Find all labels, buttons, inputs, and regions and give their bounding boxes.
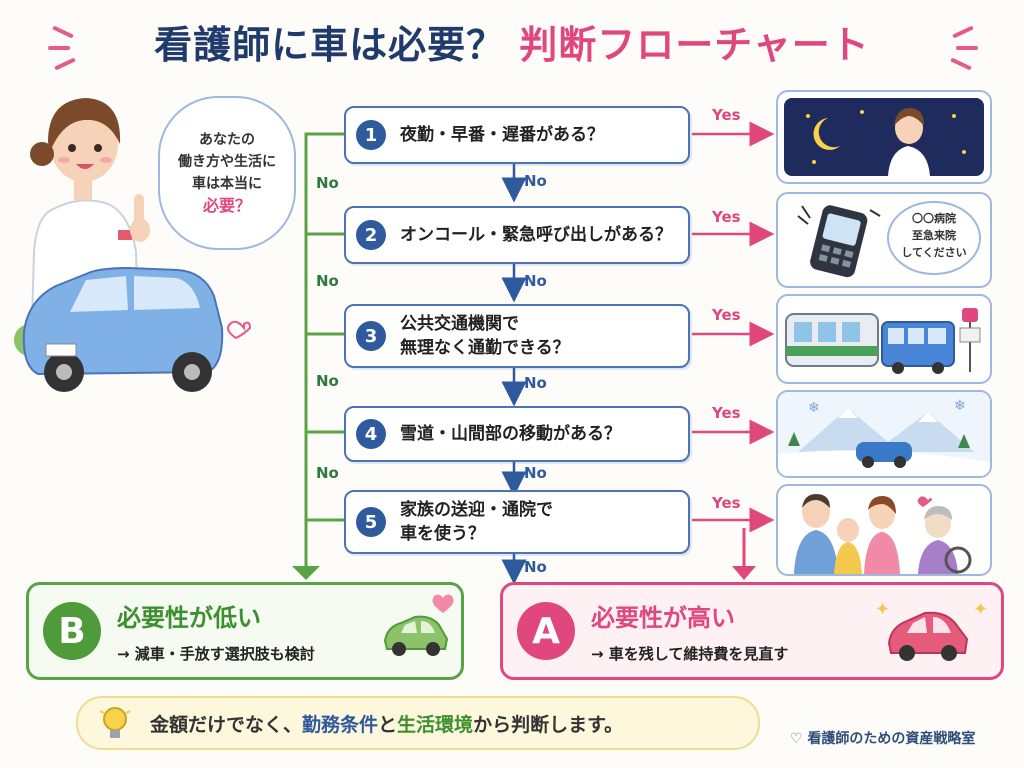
result-b-subtext: → 減車・手放す選択肢も検討 <box>117 645 315 663</box>
pink-car-icon <box>887 611 969 661</box>
green-car-icon <box>383 615 449 656</box>
phone-message-line-3: してください <box>901 246 967 259</box>
question-1-text: 夜勤・早番・遅番がある？ <box>400 125 604 145</box>
speech-line-2: 働き方や生活に <box>178 154 276 170</box>
yes-label-5: Yes <box>712 494 741 512</box>
no-label-blue-2: No <box>524 272 547 290</box>
title-main: 看護師に車は必要？ <box>154 23 506 67</box>
result-a-subtext: → 車を残して維持費を見直す <box>591 645 789 663</box>
note-mid: と <box>378 713 398 736</box>
question-1-number: 1 <box>356 120 386 150</box>
train-bus-illustration <box>776 294 992 384</box>
title-sparkle-right-2 <box>956 46 978 50</box>
speech-line-3: 車は本当に <box>192 176 262 192</box>
heart-icon <box>432 594 454 613</box>
question-3-number: 3 <box>356 321 386 351</box>
night-shift-illustration <box>776 90 992 184</box>
snow-mountain-illustration: ❄ ❄ <box>776 390 992 478</box>
no-label-green-4: No <box>316 464 339 482</box>
question-5-text: 家族の送迎・通院で 車を使う？ <box>400 500 553 544</box>
bottom-note-text: 金額だけでなく、勤務条件と生活環境から判断します。 <box>150 710 623 737</box>
yes-label-3: Yes <box>712 306 741 324</box>
svg-text:❄: ❄ <box>808 400 820 416</box>
note-keyword-1: 勤務条件 <box>302 713 379 736</box>
no-label-green-1: No <box>316 174 339 192</box>
note-post: から判断します。 <box>473 713 624 736</box>
result-b-heading: 必要性が低い <box>117 604 261 632</box>
result-b-panel: B 必要性が低い → 減車・手放す選択肢も検討 <box>26 582 464 680</box>
question-5: 5 家族の送迎・通院で 車を使う？ <box>344 490 690 554</box>
no-label-blue-4: No <box>524 464 547 482</box>
question-2: 2 オンコール・緊急呼び出しがある？ <box>344 206 690 264</box>
yes-label-1: Yes <box>712 106 741 124</box>
heartbeat-icon: ♡ <box>790 731 803 747</box>
phone-message-line-1: 〇〇病院 <box>912 212 956 225</box>
speech-bubble: あなたの 働き方や生活に 車は本当に 必要？ <box>158 96 296 250</box>
no-label-blue-3: No <box>524 374 547 392</box>
result-a-badge: A <box>517 602 575 660</box>
question-2-text: オンコール・緊急呼び出しがある？ <box>400 225 672 245</box>
question-3: 3 公共交通機関で 無理なく通勤できる？ <box>344 304 690 368</box>
yes-label-4: Yes <box>712 404 741 422</box>
on-call-phone-illustration: 〇〇病院 至急来院 してください <box>776 192 992 288</box>
phone-message-bubble: 〇〇病院 至急来院 してください <box>890 210 978 261</box>
question-4-number: 4 <box>356 419 386 449</box>
question-5-number: 5 <box>356 507 386 537</box>
question-1: 1 夜勤・早番・遅番がある？ <box>344 106 690 164</box>
sparkle-icon-2: ✦ <box>973 599 989 620</box>
result-a-heading: 必要性が高い <box>591 604 735 632</box>
question-4: 4 雪道・山間部の移動がある？ <box>344 406 690 462</box>
lightbulb-icon <box>99 707 131 738</box>
title-sparkle-left-2 <box>48 46 70 50</box>
speech-line-1: あなたの <box>199 132 255 148</box>
speech-line-4: 必要？ <box>202 196 251 215</box>
no-label-blue-5: No <box>524 558 547 576</box>
site-name: 看護師のための資産戦略室 <box>807 731 976 747</box>
nurse-with-car-illustration <box>14 98 252 392</box>
note-keyword-2: 生活環境 <box>397 713 474 736</box>
family-illustration <box>776 484 992 576</box>
yes-label-2: Yes <box>712 208 741 226</box>
question-2-number: 2 <box>356 220 386 250</box>
no-label-green-3: No <box>316 372 339 390</box>
site-footer: ♡ 看護師のための資産戦略室 <box>790 728 975 748</box>
phone-message-line-2: 至急来院 <box>912 229 956 242</box>
svg-text:❄: ❄ <box>954 398 966 414</box>
note-pre: 金額だけでなく、 <box>150 713 303 736</box>
result-b-badge: B <box>43 602 101 660</box>
question-4-text: 雪道・山間部の移動がある？ <box>400 424 621 444</box>
page-title: 看護師に車は必要？ 判断フローチャート <box>0 14 1024 69</box>
sparkle-icon: ✦ <box>875 599 891 620</box>
title-sub: 判断フローチャート <box>519 23 870 67</box>
no-label-blue-1: No <box>524 172 547 190</box>
result-a-panel: A 必要性が高い → 車を残して維持費を見直す ✦ ✦ <box>500 582 1004 680</box>
bottom-note: 金額だけでなく、勤務条件と生活環境から判断します。 <box>76 696 760 750</box>
question-3-text: 公共交通機関で 無理なく通勤できる？ <box>400 314 570 358</box>
no-label-green-2: No <box>316 272 339 290</box>
